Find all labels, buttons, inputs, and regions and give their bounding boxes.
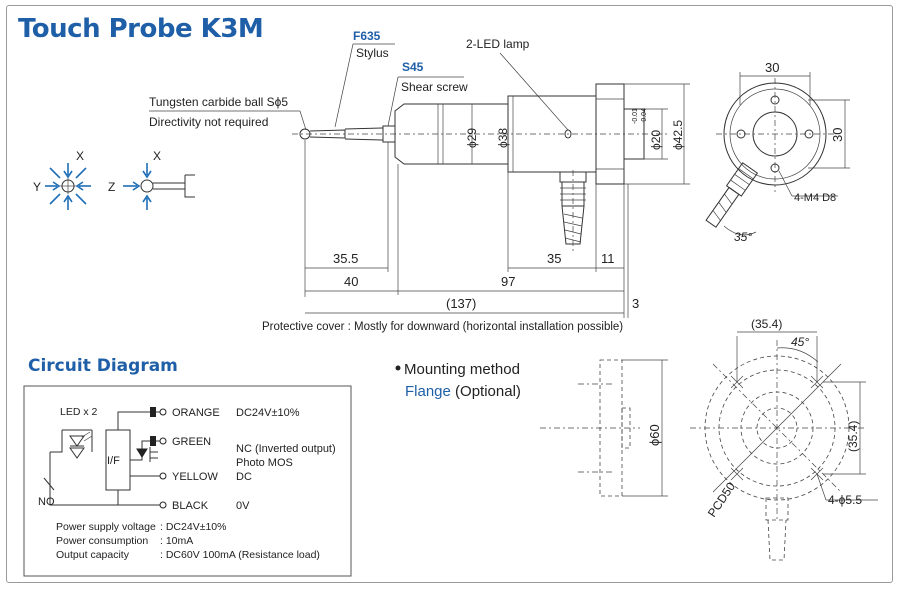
- dim-4-d5-5: 4-ϕ5.5: [828, 493, 862, 507]
- dim-d29: ϕ29: [465, 128, 479, 148]
- dim-35-5: 35.5: [333, 251, 358, 266]
- dim-d42-5: ϕ42.5: [671, 120, 685, 150]
- circuit-diagram: LED x 2 I/F NO ORANGE GREEN YELLOW BLACK…: [23, 385, 352, 577]
- wire-orange: ORANGE: [172, 407, 220, 419]
- spec-value-2: : DC60V 100mA (Resistance load): [160, 549, 320, 561]
- wire-green: GREEN: [172, 436, 211, 448]
- shear-screw-label: Shear screw: [401, 80, 468, 94]
- dim-35-4-side: (35.4): [846, 421, 860, 452]
- z-direction-icon: X Z: [108, 149, 195, 210]
- dim-11: 11: [601, 251, 615, 266]
- mounting-flange: Flange (Optional): [405, 383, 521, 400]
- axis-y-label: Y: [33, 180, 41, 194]
- dim-30-top: 30: [765, 60, 779, 75]
- page-frame: [6, 5, 893, 583]
- mounting-method: Mounting method Flange (Optional): [395, 361, 521, 400]
- dim-pcd50: PCD50: [705, 480, 738, 520]
- probe-side-view: F635 Stylus S45 Shear screw Tungsten car…: [149, 29, 690, 333]
- flange-side-view: ϕ60: [540, 359, 668, 497]
- dim-d38: ϕ38: [496, 128, 510, 148]
- circuit-diagram-title: Circuit Diagram: [28, 356, 178, 376]
- no-label: NO: [38, 496, 55, 508]
- direction-icons: X Y X Z: [33, 149, 195, 210]
- dim-tol-top: -0.01: [632, 108, 639, 124]
- lamp-label: 2-LED lamp: [466, 37, 530, 51]
- mounting-title: Mounting method: [404, 361, 520, 378]
- dim-137: (137): [446, 296, 476, 311]
- dim-d60: ϕ60: [647, 424, 662, 446]
- dc-label: DC: [236, 471, 252, 483]
- zero-volt-label: 0V: [236, 500, 250, 512]
- if-label: I/F: [107, 455, 120, 467]
- flange-front-view: (35.4) 45° (35.4) PCD50 4-ϕ5.5: [690, 317, 878, 561]
- axis-x-label: X: [76, 149, 84, 163]
- dim-97: 97: [501, 274, 515, 289]
- spec-label-2: Output capacity: [56, 549, 130, 561]
- dim-30-side: 30: [830, 128, 845, 142]
- spec-value-0: : DC24V±10%: [160, 521, 226, 533]
- orange-voltage: DC24V±10%: [236, 407, 300, 419]
- photo-mos-label: Photo MOS: [236, 457, 293, 469]
- ball-label: Tungsten carbide ball Sϕ5: [149, 95, 288, 109]
- dim-35-deg: 35°: [734, 230, 752, 244]
- page-title: Touch Probe K3M: [18, 14, 264, 44]
- spec-label-0: Power supply voltage: [56, 521, 156, 533]
- shear-screw-code: S45: [402, 60, 424, 74]
- stylus-code: F635: [353, 29, 381, 43]
- dim-35-4-top: (35.4): [751, 317, 782, 331]
- axis-x-label-z: X: [153, 149, 161, 163]
- protective-cover-note: Protective cover : Mostly for downward (…: [262, 321, 623, 333]
- led-label: LED x 2: [60, 406, 98, 418]
- xy-direction-icon: X Y: [33, 149, 91, 210]
- dim-45-deg: 45°: [791, 335, 809, 349]
- dim-4-m4: 4-M4 D8: [794, 192, 836, 204]
- spec-label-1: Power consumption: [56, 535, 148, 547]
- dim-3: 3: [632, 296, 639, 311]
- axis-z-label: Z: [108, 180, 115, 194]
- wire-black: BLACK: [172, 500, 209, 512]
- dim-35: 35: [547, 251, 561, 266]
- dim-40: 40: [344, 274, 358, 289]
- spec-value-1: : 10mA: [160, 535, 193, 547]
- ball-note: Directivity not required: [149, 115, 268, 129]
- dim-tol-bottom: -0.04: [641, 108, 648, 124]
- wire-yellow: YELLOW: [172, 471, 218, 483]
- probe-end-view: 30 30 4-M4 D8 35°: [705, 60, 850, 244]
- nc-label: NC (Inverted output): [236, 443, 336, 455]
- dim-d20: ϕ20: [649, 130, 663, 150]
- stylus-label: Stylus: [356, 46, 389, 60]
